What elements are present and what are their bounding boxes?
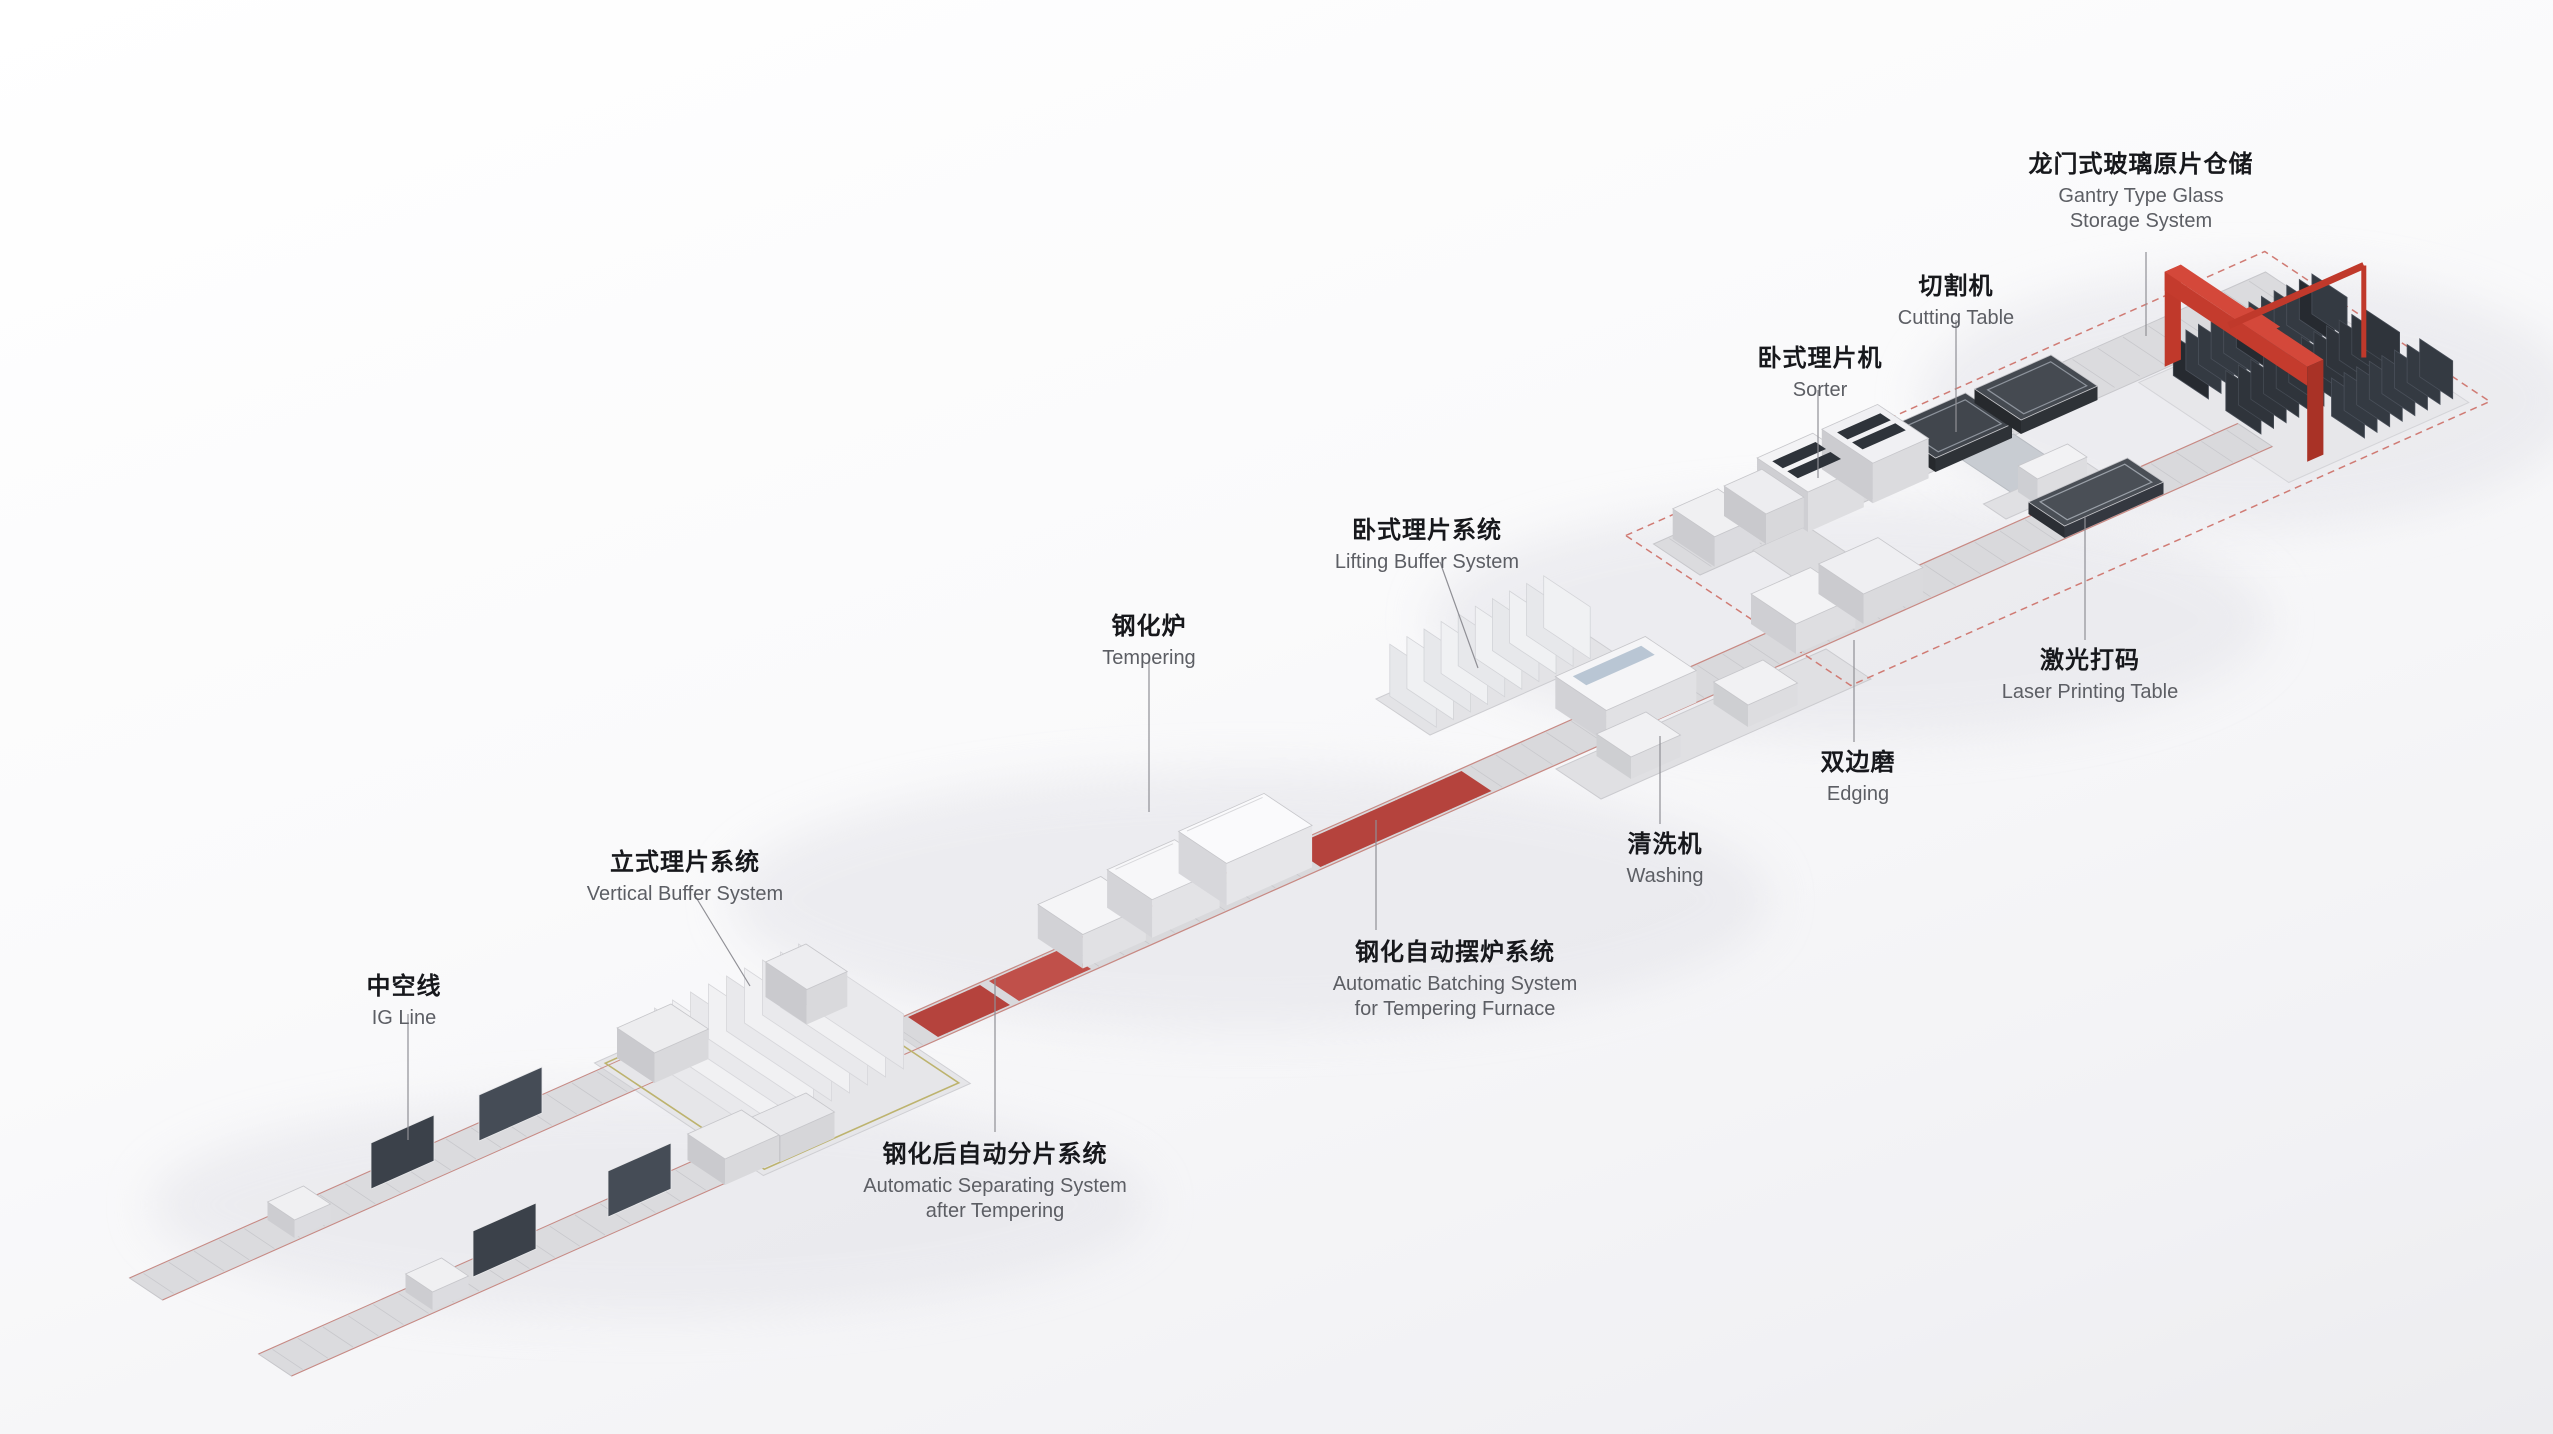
ig-line-machines: [266, 1003, 780, 1310]
laser-printing-station: [2017, 443, 2165, 538]
leader-lines: [407, 252, 2147, 1140]
lower-table-machines: [1595, 659, 1799, 779]
lifting-buffer-racks: [1374, 575, 1616, 736]
ground-shadows: [150, 270, 2553, 1315]
branch-machines: [1671, 468, 1805, 567]
leader-line: [693, 893, 751, 987]
leader-line: [1439, 561, 1479, 669]
edging-machines: [1750, 537, 1924, 654]
gantry-crane: [2164, 262, 2367, 462]
tempering-furnace: [1036, 792, 1313, 969]
